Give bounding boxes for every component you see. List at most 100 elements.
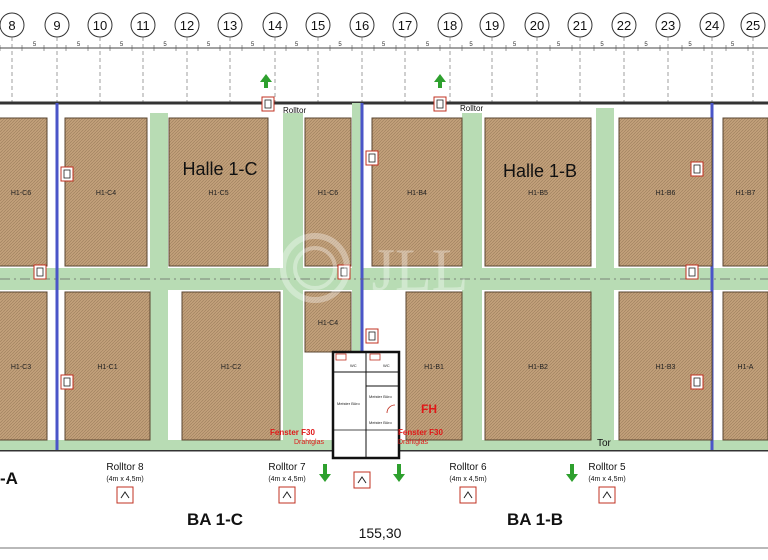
grid-axis-20: 20 [524,12,550,38]
fire-safety-icon [433,96,447,112]
fire-safety-icon [690,374,704,390]
svg-text:15: 15 [311,18,325,33]
fire-safety-icon [690,161,704,177]
svg-text:22: 22 [617,18,631,33]
rolltor-6-label: Rolltor 6 [449,462,487,473]
rolltor-top-1: Rolltor [283,106,306,115]
zone-bottom-4: H1-B1 [405,291,463,441]
grid-spacing-label: 5 [600,42,604,48]
grid-spacing-label: 5 [33,42,37,48]
svg-text:9: 9 [53,18,60,33]
grid-axis-17: 17 [392,12,418,38]
grid-spacing-label: 5 [382,42,386,48]
zone-bottom-2: H1-C2 [181,291,281,441]
grid-axis-8: 8 [0,12,25,38]
section-ba-1b: BA 1-B [507,510,563,529]
room-office-right-1: Meister Büro [369,394,392,399]
room-office-left: Meister Büro [337,401,360,406]
zone-label: H1-C6 [318,190,338,197]
fenster-label-left: Fenster F30 [270,428,315,437]
grid-axis-21: 21 [567,12,593,38]
zone-bottom-3: H1-C4 [304,291,352,353]
watermark: JLL [280,233,468,303]
grid-axis-15: 15 [305,12,331,38]
door-operator-icon [353,471,371,489]
hall-title-b: Halle 1-B [503,161,577,181]
safety-symbols [33,96,704,504]
drahtglas-label-right: Drahtglas [398,439,428,446]
grid-spacing-label: 5 [688,42,692,48]
grid-spacing-label: 5 [426,42,430,48]
fire-safety-icon [365,150,379,166]
grid-axis-18: 18 [437,12,463,38]
grid-axis-25: 25 [740,12,766,38]
rolltor-8-size: (4m x 4,5m) [106,476,143,483]
fire-safety-icon [261,96,275,112]
fire-safety-icon [33,264,47,280]
office-core: WC WC Meister Büro Meister Büro Meister … [331,350,401,460]
svg-text:18: 18 [443,18,457,33]
section-ba-1c: BA 1-C [187,510,243,529]
room-office-right-2: Meister Büro [369,420,392,425]
fenster-label-right: Fenster F30 [398,428,443,437]
svg-text:11: 11 [136,18,150,33]
fire-safety-icon [337,264,351,280]
grid-spacing-label: 5 [120,42,124,48]
total-length: 155,30 [359,525,402,541]
grid-spacing-label: 5 [77,42,81,48]
zone-top-4: H1-B4 [371,117,463,267]
zone-label: H1-B6 [656,190,676,197]
room-wc-right: WC [383,363,390,368]
zone-bottom-0: H1-C3 [0,291,48,441]
rolltor-5-size: (4m x 4,5m) [588,476,625,483]
svg-text:25: 25 [746,18,760,33]
zone-top-2: H1-C5 [168,117,269,267]
zone-bottom-5: H1-B2 [484,291,592,441]
zone-bottom-6: H1-B3 [618,291,713,441]
svg-text:23: 23 [661,18,675,33]
grid-axis-22: 22 [611,12,637,38]
door-operator-icon [278,486,296,504]
svg-text:14: 14 [268,18,282,33]
zone-top-3: H1-C6 [304,117,352,267]
zone-label: H1-C4 [318,320,338,327]
grid-axis-13: 13 [217,12,243,38]
zone-label: H1-B4 [407,190,427,197]
grid-axis-23: 23 [655,12,681,38]
grid-axis-10: 10 [87,12,113,38]
zone-label: H1-B3 [656,364,676,371]
grid-spacing-label: 5 [338,42,342,48]
svg-text:17: 17 [398,18,412,33]
grid-spacing-label: 5 [163,42,167,48]
grid-spacing-label: 5 [513,42,517,48]
svg-text:10: 10 [93,18,107,33]
grid-spacing-label: 5 [469,42,473,48]
bottom-doors: Rolltor 8 (4m x 4,5m) Rolltor 7 (4m x 4,… [106,438,626,483]
svg-text:13: 13 [223,18,237,33]
svg-text:19: 19 [485,18,499,33]
hall-title-c: Halle 1-C [182,159,257,179]
door-operator-icon [459,486,477,504]
grid-axis-19: 19 [479,12,505,38]
fire-safety-icon [60,374,74,390]
zone-label: H1-C2 [221,364,241,371]
zone-label: H1-A [738,364,754,371]
room-wc-left: WC [350,363,357,368]
grid-spacing-label: 5 [731,42,735,48]
zone-top-7: H1-B7 [722,117,768,267]
rolltor-8-label: Rolltor 8 [106,462,144,473]
zone-label: H1-B7 [736,190,756,197]
zone-top-1: H1-C4 [64,117,148,267]
grid-spacing-label: 5 [295,42,299,48]
grid-spacing-label: 5 [207,42,211,48]
svg-text:16: 16 [355,18,369,33]
zone-label: H1-B5 [528,190,548,197]
zone-label: H1-C1 [97,364,117,371]
zone-top-5: H1-B5 [484,117,592,267]
fire-safety-icon [60,166,74,182]
svg-text:12: 12 [180,18,194,33]
grid-spacing-label: 5 [557,42,561,48]
